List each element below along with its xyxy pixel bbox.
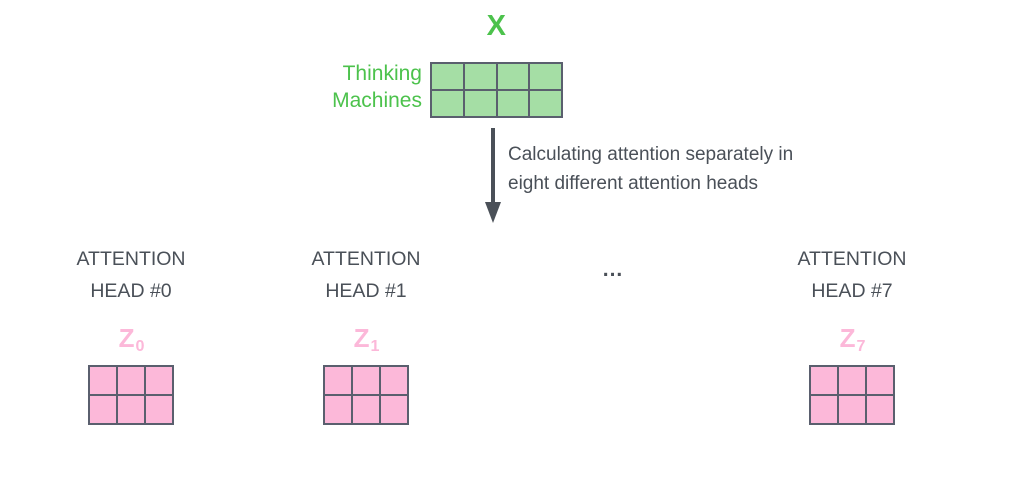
process-caption: Calculating attention separately in eigh… [508, 140, 908, 198]
head-label-line-2: HEAD #0 [90, 280, 172, 302]
output-label-z7: Z7 [752, 323, 952, 355]
attention-head-7-label: ATTENTION HEAD #7 [752, 243, 952, 307]
head-label-line-1: ATTENTION [311, 248, 421, 270]
attention-head-1-label: ATTENTION HEAD #1 [266, 243, 466, 307]
output-label-subscript: 0 [135, 337, 145, 355]
input-word-machines: Machines [332, 89, 422, 112]
matrix-cell [464, 64, 496, 89]
matrix-cell [325, 367, 351, 394]
matrix-cell [497, 91, 529, 116]
matrix-cell [90, 367, 116, 394]
matrix-cell [530, 91, 561, 116]
input-word-thinking: Thinking [342, 62, 422, 85]
input-matrix-x [430, 62, 563, 118]
matrix-cell [118, 367, 144, 394]
matrix-cell [530, 64, 561, 89]
output-label-subscript: 1 [370, 337, 380, 355]
matrix-cell [432, 91, 463, 116]
down-arrow-icon [485, 128, 501, 223]
matrix-cell [811, 396, 837, 423]
matrix-cell [90, 396, 116, 423]
matrix-cell [464, 91, 496, 116]
matrix-cell [839, 367, 865, 394]
output-label-z1: Z1 [266, 323, 466, 355]
matrix-cell [325, 396, 351, 423]
matrix-cell [497, 64, 529, 89]
matrix-cell [867, 367, 893, 394]
matrix-cell [118, 396, 144, 423]
output-matrix-z0 [88, 365, 174, 425]
head-label-line-2: HEAD #1 [325, 280, 407, 302]
matrix-cell [353, 396, 379, 423]
output-label-letter: Z [353, 323, 370, 353]
matrix-cell [811, 367, 837, 394]
head-label-line-1: ATTENTION [76, 248, 186, 270]
matrix-cell [381, 396, 407, 423]
output-matrix-z7 [809, 365, 895, 425]
matrix-cell [839, 396, 865, 423]
output-label-letter: Z [839, 323, 856, 353]
head-label-line-2: HEAD #7 [811, 280, 893, 302]
input-matrix-title: X [486, 10, 507, 42]
matrix-cell [146, 396, 172, 423]
caption-line-1: Calculating attention separately in [508, 144, 794, 165]
head-label-line-1: ATTENTION [797, 248, 907, 270]
matrix-cell [432, 64, 463, 89]
output-label-subscript: 7 [856, 337, 866, 355]
output-matrix-z1 [323, 365, 409, 425]
output-label-letter: Z [118, 323, 135, 353]
ellipsis-separator: ... [602, 258, 624, 281]
matrix-cell [353, 367, 379, 394]
matrix-cell [381, 367, 407, 394]
matrix-cell [146, 367, 172, 394]
matrix-cell [867, 396, 893, 423]
input-words: Thinking Machines [240, 60, 422, 114]
output-label-z0: Z0 [31, 323, 231, 355]
attention-head-0-label: ATTENTION HEAD #0 [31, 243, 231, 307]
caption-line-2: eight different attention heads [508, 173, 759, 194]
